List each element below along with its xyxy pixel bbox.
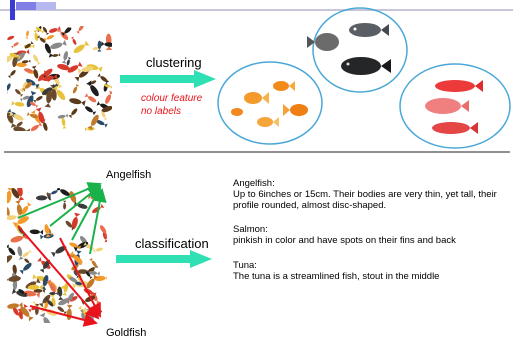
desc-angelfish-title: Angelfish: <box>233 178 511 189</box>
goldfish-cluster <box>218 62 322 144</box>
red-fish-cluster <box>400 64 510 148</box>
desc-tuna-body: The tuna is a streamlined fish, stout in… <box>233 271 511 282</box>
class-label-angelfish: Angelfish <box>106 169 151 181</box>
red-arrows <box>18 226 100 323</box>
cluster-ellipses <box>215 2 513 152</box>
class-label-goldfish: Goldfish <box>106 327 146 339</box>
fish-collection-image <box>7 26 112 131</box>
desc-tuna: Tuna: The tuna is a streamlined fish, st… <box>233 260 511 282</box>
desc-angelfish-body: Up to 6inches or 15cm. Their bodies are … <box>233 189 511 211</box>
species-descriptions: Angelfish: Up to 6inches or 15cm. Their … <box>233 178 511 282</box>
section-divider <box>0 150 513 154</box>
classification-arrows <box>0 178 110 328</box>
classification-arrow <box>112 250 222 270</box>
desc-angelfish: Angelfish: Up to 6inches or 15cm. Their … <box>233 178 511 211</box>
clustering-arrow <box>116 70 226 90</box>
desc-salmon: Salmon: pinkish in color and have spots … <box>233 224 511 246</box>
clustering-label: clustering <box>146 55 202 70</box>
desc-salmon-body: pinkish in color and have spots on their… <box>233 235 511 246</box>
feature-note-colour: colour feature <box>141 93 202 104</box>
dark-fish-cluster <box>307 8 407 92</box>
feature-note-labels: no labels <box>141 106 181 117</box>
desc-tuna-title: Tuna: <box>233 260 511 271</box>
classification-label: classification <box>135 236 209 251</box>
desc-salmon-title: Salmon: <box>233 224 511 235</box>
green-arrows <box>18 184 102 254</box>
